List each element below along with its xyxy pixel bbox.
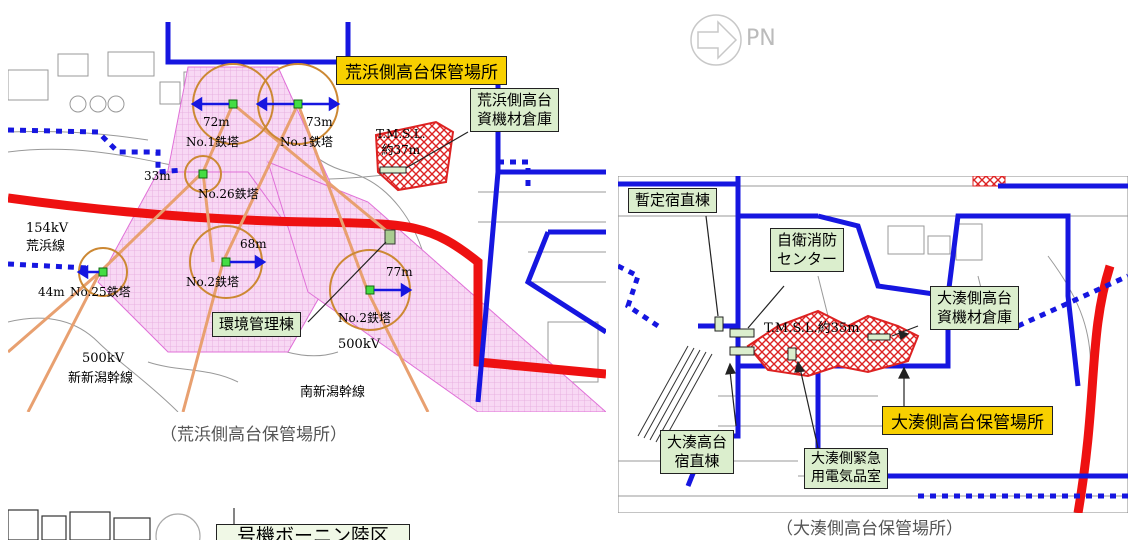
tower-distance-3: 33m bbox=[144, 169, 171, 183]
tower-name-4: No.2鉄塔 bbox=[186, 275, 239, 289]
line-voltage-2: 500kV bbox=[82, 351, 125, 366]
interim-duty-label: 暫定宿直棟 bbox=[628, 188, 718, 213]
electrical-room-label: 大湊側緊急 用電気品室 bbox=[804, 448, 888, 489]
ominato-leaders bbox=[705, 215, 919, 449]
ominato-power-line bbox=[1073, 264, 1115, 513]
ominato-tmsl: T.M.S.L.約35m bbox=[764, 321, 860, 336]
north-label: PN bbox=[746, 26, 776, 51]
arahama-map[interactable]: 72m No.1鉄塔 73m No.1鉄塔 33m No.26鉄塔 68m No… bbox=[8, 22, 606, 412]
ominato-map-drawing bbox=[618, 176, 1128, 513]
line-voltage-1: 154kV bbox=[26, 221, 69, 236]
tower-name-6: No.25鉄塔 bbox=[70, 285, 131, 299]
tower-name-2: No.1鉄塔 bbox=[280, 135, 333, 149]
bottom-map[interactable]: 号機ボーニン陸区 bbox=[8, 508, 568, 540]
line-name-3: 南新潟幹線 bbox=[300, 385, 366, 400]
line-name-2: 新新潟幹線 bbox=[68, 371, 134, 386]
arahama-storage-title: 荒浜側高台保管場所 bbox=[336, 56, 507, 85]
tower-name-1: No.1鉄塔 bbox=[186, 135, 239, 149]
arahama-map-drawing bbox=[8, 22, 606, 412]
tower-distance-2: 73m bbox=[306, 115, 333, 129]
leader-env bbox=[307, 241, 387, 323]
ominato-roads-dashed bbox=[618, 263, 1128, 499]
line-voltage-3: 500kV bbox=[338, 337, 381, 352]
ominato-map[interactable]: T.M.S.L.約35m 暫定宿直棟 自衛消防 センター 大湊側高台 資機材倉庫… bbox=[618, 176, 1128, 513]
north-arrow-icon bbox=[690, 14, 742, 66]
power-line-red bbox=[8, 193, 606, 379]
distance-arrows bbox=[76, 96, 413, 298]
arahama-caption: （荒浜側高台保管場所） bbox=[160, 425, 347, 445]
duty-building-label: 大湊高台 宿直棟 bbox=[660, 430, 735, 474]
env-building-marker bbox=[384, 229, 396, 245]
env-building-label: 環境管理棟 bbox=[212, 312, 302, 337]
ominato-hill bbox=[637, 345, 713, 445]
ominato-warehouse-label: 大湊側高台 資機材倉庫 bbox=[930, 286, 1020, 330]
warehouse-marker bbox=[379, 166, 407, 174]
tower-distance-1: 72m bbox=[203, 115, 230, 129]
ominato-storage-title: 大湊側高台保管場所 bbox=[882, 406, 1053, 435]
line-name-1: 荒浜線 bbox=[26, 239, 66, 254]
fire-center-label: 自衛消防 センター bbox=[770, 228, 845, 272]
arahama-tmsl: T.M.S.L. 約37m bbox=[376, 127, 426, 158]
ominato-caption: （大湊側高台保管場所） bbox=[776, 519, 963, 539]
leader-warehouse bbox=[405, 131, 469, 169]
north-arrow: PN bbox=[688, 10, 808, 70]
arahama-warehouse-label: 荒浜側高台 資機材倉庫 bbox=[470, 88, 560, 132]
bottom-map-title: 号機ボーニン陸区 bbox=[216, 524, 411, 540]
roads-blue-dashed bbox=[8, 127, 531, 271]
tower-distance-4: 68m bbox=[240, 237, 267, 251]
ominato-building-markers bbox=[714, 316, 891, 361]
tower-distance-6: 44m bbox=[38, 285, 65, 299]
tower-distance-5: 77m bbox=[386, 265, 413, 279]
tower-name-3: No.26鉄塔 bbox=[198, 187, 259, 201]
tower-name-5: No.2鉄塔 bbox=[338, 311, 391, 325]
